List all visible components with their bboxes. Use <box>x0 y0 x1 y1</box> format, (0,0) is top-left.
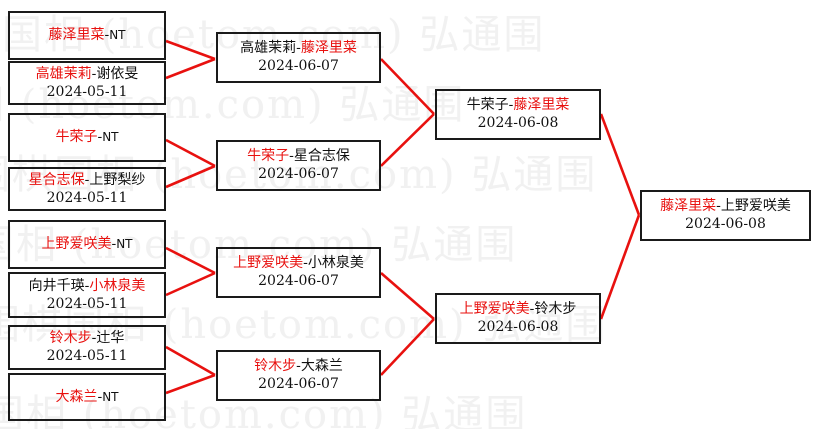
match-date: 2024-06-07 <box>258 376 339 392</box>
player-left: 高雄茉莉 <box>240 40 297 57</box>
player-left: 藤泽里菜 <box>48 27 105 44</box>
match-date: 2024-05-11 <box>46 295 128 312</box>
player-separator: - <box>91 65 97 82</box>
match-players: 高雄茉莉-谢依旻 <box>36 66 139 83</box>
match-players: 高雄茉莉-藤泽里菜 <box>240 40 357 57</box>
player-left: 上野爱咲美 <box>41 236 112 253</box>
match-box-semifinal-1[interactable]: 牛荣子-藤泽里菜 2024-06-08 <box>435 89 601 140</box>
player-right: NT <box>102 389 119 404</box>
player-right: NT <box>116 237 133 252</box>
player-separator: - <box>529 301 535 318</box>
player-separator: - <box>296 40 301 57</box>
player-right: 大森兰 <box>300 358 343 375</box>
match-date: 2024-05-11 <box>46 348 128 364</box>
match-box-semifinal-2[interactable]: 上野爱咲美-铃木步 2024-06-08 <box>435 293 601 344</box>
match-date: 2024-06-07 <box>258 58 339 74</box>
match-date: 2024-06-08 <box>685 216 766 232</box>
player-left: 大森兰 <box>55 388 98 405</box>
match-players: 藤泽里菜-上野爱咲美 <box>660 198 791 215</box>
player-left: 高雄茉莉 <box>35 65 92 82</box>
player-separator: - <box>716 198 721 215</box>
match-players: 牛荣子-藤泽里菜 <box>467 97 570 114</box>
match-box-r1m6[interactable]: 向井千瑛-小林泉美 2024-05-11 <box>8 272 166 318</box>
match-players: 牛荣子-星合志保 <box>247 148 350 165</box>
player-right: 谢依旻 <box>96 65 139 82</box>
match-players: 藤泽里菜-NT <box>48 27 125 44</box>
match-box-r1m8[interactable]: 大森兰-NT <box>8 373 166 421</box>
match-date: 2024-05-11 <box>46 83 128 100</box>
match-box-r1m5[interactable]: 上野爱咲美-NT <box>8 220 166 269</box>
player-left: 藤泽里菜 <box>660 198 717 215</box>
match-players: 大森兰-NT <box>55 389 118 406</box>
player-separator: - <box>296 358 301 375</box>
player-right: 小林泉美 <box>89 277 146 294</box>
player-separator: - <box>91 330 97 347</box>
match-date: 2024-06-07 <box>258 273 339 289</box>
match-box-r2m1[interactable]: 高雄茉莉-藤泽里菜 2024-06-07 <box>216 32 381 83</box>
player-separator: - <box>289 148 294 165</box>
match-date: 2024-06-08 <box>477 115 559 131</box>
player-right: 铃木步 <box>534 301 577 318</box>
player-left: 铃木步 <box>254 358 297 375</box>
player-right: 星合志保 <box>293 148 350 165</box>
player-left: 向井千瑛 <box>28 277 85 294</box>
player-right: 小林泉美 <box>307 255 364 272</box>
player-left: 上野爱咲美 <box>233 255 304 272</box>
match-players: 向井千瑛-小林泉美 <box>29 278 146 295</box>
player-separator: - <box>97 388 103 405</box>
player-left: 上野爱咲美 <box>459 301 530 318</box>
player-right: 辻华 <box>96 330 125 347</box>
player-left: 星合志保 <box>28 171 85 188</box>
player-separator: - <box>303 255 308 272</box>
match-box-r2m4[interactable]: 铃木步-大森兰 2024-06-07 <box>216 350 381 401</box>
player-right: 上野爱咲美 <box>720 198 791 215</box>
player-separator: - <box>84 277 90 294</box>
match-players: 上野爱咲美-NT <box>41 236 132 253</box>
match-players: 星合志保-上野梨纱 <box>29 172 146 189</box>
match-date: 2024-05-11 <box>46 189 128 206</box>
player-separator: - <box>84 171 90 188</box>
match-box-r2m3[interactable]: 上野爱咲美-小林泉美 2024-06-07 <box>216 247 381 298</box>
player-right: 藤泽里菜 <box>300 40 357 57</box>
match-players: 铃木步-大森兰 <box>254 358 343 375</box>
match-box-r2m2[interactable]: 牛荣子-星合志保 2024-06-07 <box>216 140 381 191</box>
player-right: NT <box>102 130 119 145</box>
match-date: 2024-06-08 <box>477 319 559 335</box>
match-players: 上野爱咲美-铃木步 <box>460 301 577 318</box>
match-box-r1m1[interactable]: 藤泽里菜-NT <box>8 11 166 60</box>
player-separator: - <box>508 97 514 114</box>
player-separator: - <box>104 27 110 44</box>
player-right: NT <box>109 28 126 43</box>
match-players: 铃木步-辻华 <box>50 330 125 347</box>
match-players: 上野爱咲美-小林泉美 <box>233 255 364 272</box>
player-left: 牛荣子 <box>55 129 98 146</box>
match-box-r1m4[interactable]: 星合志保-上野梨纱 2024-05-11 <box>8 167 166 211</box>
match-date: 2024-06-07 <box>258 166 339 182</box>
player-left: 铃木步 <box>49 330 92 347</box>
player-left: 牛荣子 <box>247 148 290 165</box>
player-separator: - <box>97 129 103 146</box>
player-right: 藤泽里菜 <box>513 97 570 114</box>
match-box-r1m7[interactable]: 铃木步-辻华 2024-05-11 <box>8 325 166 370</box>
player-left: 牛荣子 <box>466 97 509 114</box>
match-box-r1m3[interactable]: 牛荣子-NT <box>8 113 166 162</box>
match-box-final[interactable]: 藤泽里菜-上野爱咲美 2024-06-08 <box>640 190 811 241</box>
player-right: 上野梨纱 <box>89 171 146 188</box>
player-separator: - <box>111 236 117 253</box>
match-box-r1m2[interactable]: 高雄茉莉-谢依旻 2024-05-11 <box>8 61 166 105</box>
match-players: 牛荣子-NT <box>55 129 118 146</box>
